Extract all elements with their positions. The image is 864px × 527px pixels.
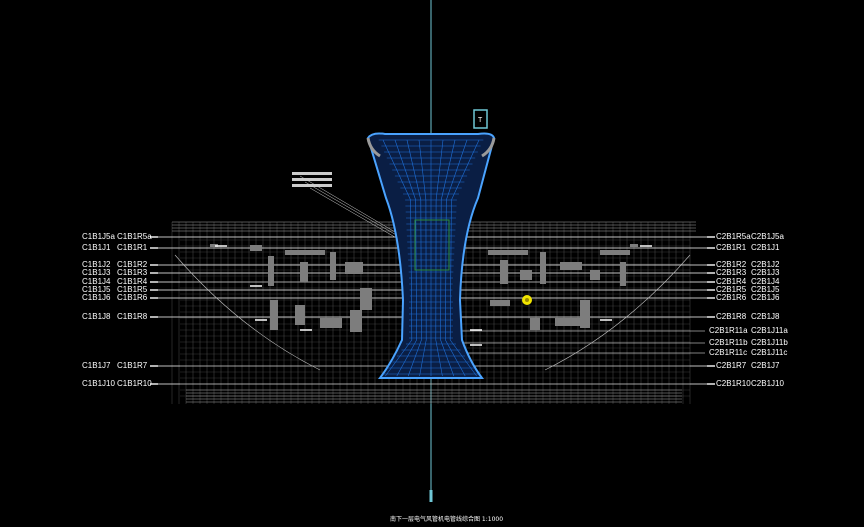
building-mesh-line (446, 139, 468, 201)
left-label-j: C1B1J10 (82, 379, 115, 388)
building-mesh-line (418, 139, 427, 201)
right-label-r: C2B1R7 (716, 361, 747, 370)
location-marker-dot (525, 298, 529, 302)
left-label-j: C1B1J7 (82, 361, 111, 370)
left-label-r: C1B1R5 (117, 285, 148, 294)
grid-structure-block (530, 318, 540, 330)
left-label-r: C1B1R8 (117, 312, 148, 321)
building-mesh-line (407, 339, 422, 377)
building-mesh-line (406, 139, 422, 201)
grid-structure-block (560, 262, 582, 270)
grid-structure-block (540, 252, 546, 284)
left-label-j: C1B1J5 (82, 285, 111, 294)
right-label-j: C2B1J5 (751, 285, 780, 294)
grid-structure-block (490, 300, 510, 306)
right-label-j: C2B1J2 (751, 260, 780, 269)
left-label-r: C1B1R4 (117, 277, 148, 286)
left-boundary-curve (174, 254, 321, 371)
left-label-r: C1B1R1 (117, 243, 148, 252)
building-mesh-line (435, 339, 443, 377)
grid-structure-block (360, 288, 372, 310)
grid-structure-block (268, 256, 274, 286)
building-mesh-line (440, 339, 455, 377)
left-label-r: C1B1R2 (117, 260, 148, 269)
right-label-j: C2B1J11c (751, 348, 788, 357)
right-label-r: C2B1R3 (716, 268, 747, 277)
grid-structure-block (620, 262, 626, 286)
right-label-j: C2B1J11b (751, 338, 788, 347)
building-mesh-line (385, 339, 413, 377)
building-mesh-line (396, 339, 417, 377)
left-label-j: C1B1J6 (82, 293, 111, 302)
grid-structure-block (320, 318, 342, 328)
right-label-j: C2B1J11a (751, 326, 788, 335)
grid-structure-block (270, 300, 278, 330)
right-label-r: C2B1R2 (716, 260, 747, 269)
central-building-plan (366, 132, 496, 379)
right-label-r: C2B1R6 (716, 293, 747, 302)
building-mesh-line (449, 339, 477, 377)
right-label-r: C2B1R11b (709, 338, 748, 347)
right-label-j: C2B1J6 (751, 293, 780, 302)
drawing-caption: 南下一层电气风管机电管线综合图 1:1000 (390, 516, 504, 523)
building-mesh-line (440, 139, 456, 201)
left-label-r: C1B1R3 (117, 268, 148, 277)
grid-structure-block (295, 305, 305, 325)
grid-structure-block (210, 244, 218, 247)
left-label-j: C1B1J1 (82, 243, 111, 252)
grid-structure-block (580, 300, 590, 328)
grid-structure-block (330, 252, 336, 280)
building-mesh-line (435, 139, 444, 201)
right-label-j: C2B1J8 (751, 312, 780, 321)
left-label-j: C1B1J8 (82, 312, 111, 321)
right-label-r: C2B1R10 (716, 379, 751, 388)
right-label-r: C2B1R11a (709, 326, 748, 335)
right-label-j: C2B1J1 (751, 243, 780, 252)
grid-structure-block (600, 250, 630, 255)
building-mesh-line (449, 199, 452, 341)
left-label-r: C1B1R5a (117, 232, 152, 241)
building-mesh-line (451, 139, 480, 201)
grid-structure-block (488, 250, 528, 255)
right-label-j: C2B1J5a (751, 232, 784, 241)
grid-structure-block (520, 270, 532, 280)
right-label-r: C2B1R11c (709, 348, 748, 357)
left-label-r: C1B1R7 (117, 361, 148, 370)
grid-structure-block (345, 262, 363, 274)
right-label-j: C2B1J10 (751, 379, 784, 388)
grid-structure-block (555, 318, 585, 326)
building-mesh-line (445, 339, 466, 377)
right-label-r: C2B1R5a (716, 232, 751, 241)
left-label-j: C1B1J3 (82, 268, 111, 277)
grid-structure-block (630, 244, 638, 247)
grid-structure-block (350, 310, 362, 332)
leader-label-stack (292, 172, 332, 187)
building-mesh-line (382, 139, 411, 201)
building-mesh-line (410, 199, 413, 341)
right-label-r: C2B1R5 (716, 285, 747, 294)
grid-structure-block (250, 245, 262, 251)
right-label-r: C2B1R8 (716, 312, 747, 321)
grid-structure-block (285, 250, 325, 255)
right-label-j: C2B1J4 (751, 277, 780, 286)
right-label-j: C2B1J3 (751, 268, 780, 277)
right-label-r: C2B1R1 (716, 243, 747, 252)
top-detail-box (473, 109, 488, 129)
left-label-r: C1B1R10 (117, 379, 152, 388)
building-mesh-line (394, 139, 416, 201)
grid-structure-block (590, 270, 600, 280)
grid-structure-block (300, 262, 308, 282)
right-label-j: C2B1J7 (751, 361, 780, 370)
right-label-r: C2B1R4 (716, 277, 747, 286)
building-mesh-line (419, 339, 427, 377)
grid-structure-block (500, 260, 508, 284)
left-label-r: C1B1R6 (117, 293, 148, 302)
top-detail-box-mark: T (478, 117, 483, 124)
right-boundary-curve (544, 254, 691, 371)
left-label-j: C1B1J4 (82, 277, 111, 286)
left-label-j: C1B1J2 (82, 260, 111, 269)
left-label-j: C1B1J5a (82, 232, 115, 241)
